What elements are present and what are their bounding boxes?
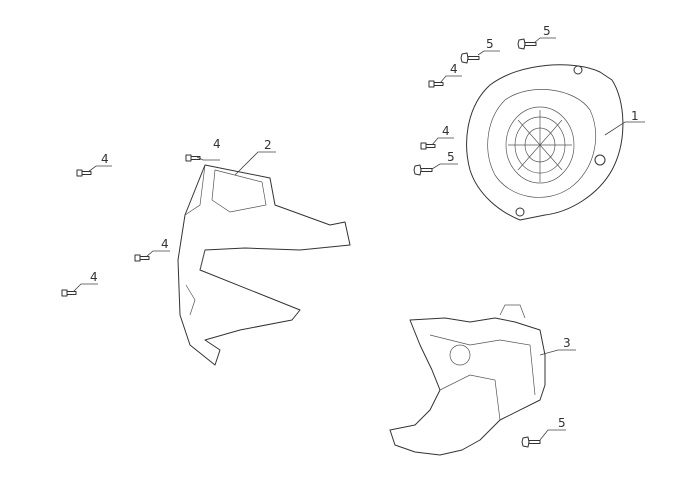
callout-4: 4	[90, 270, 98, 284]
screw-part-5	[517, 38, 537, 50]
callout-4: 4	[450, 62, 458, 76]
leader-lines	[72, 37, 645, 441]
callout-2: 2	[264, 138, 272, 152]
callout-5: 5	[543, 24, 551, 38]
callout-5: 5	[447, 150, 455, 164]
screw-part-5	[460, 52, 480, 64]
callout-5: 5	[558, 416, 566, 430]
screw-part-5	[521, 436, 541, 448]
screw-part-4	[185, 154, 201, 162]
shroud-part-2	[177, 164, 351, 366]
callout-4: 4	[161, 237, 169, 251]
lower-cover-part-3	[389, 304, 546, 456]
callout-3: 3	[563, 336, 571, 350]
callout-5: 5	[486, 37, 494, 51]
callout-1: 1	[631, 109, 639, 123]
screw-part-5	[413, 164, 433, 176]
callout-4: 4	[442, 124, 450, 138]
callout-4: 4	[101, 152, 109, 166]
fan-cover-part-1	[466, 64, 624, 221]
callout-4: 4	[213, 137, 221, 151]
